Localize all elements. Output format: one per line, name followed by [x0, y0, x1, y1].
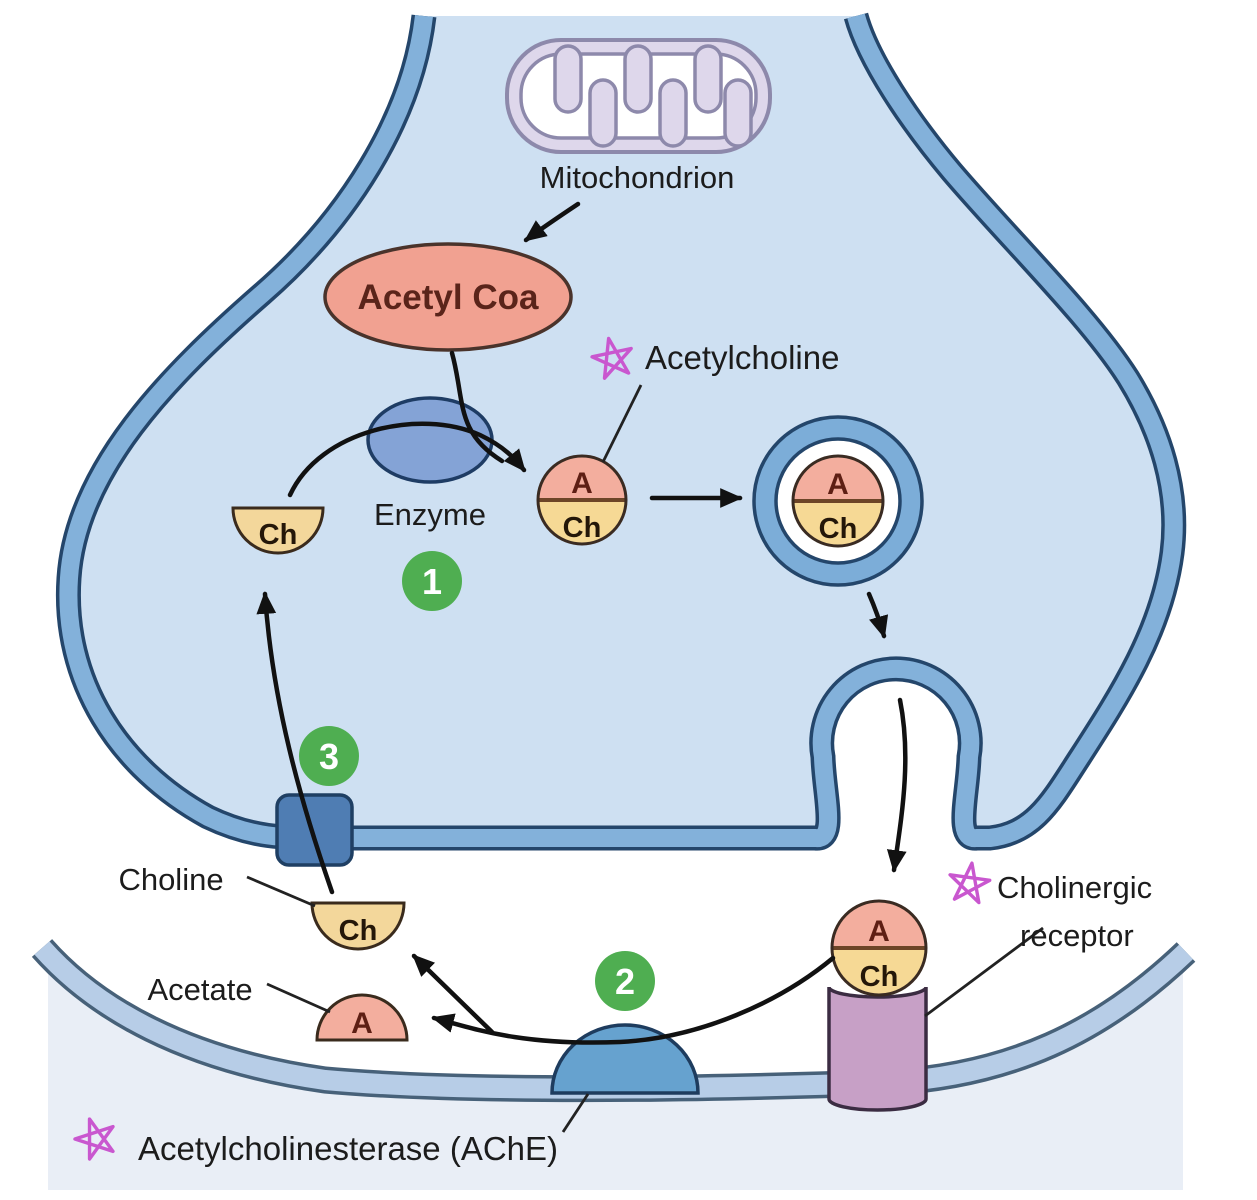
flow-arrows — [256, 201, 908, 1045]
postsynaptic-interior — [48, 955, 1183, 1190]
star-icon — [73, 1117, 115, 1161]
step-badges: 1 2 3 — [299, 551, 655, 1011]
acetylcholine-molecule: A Ch — [536, 454, 628, 546]
arrow-vesicle-to-membrane — [866, 591, 889, 639]
acetylcholine-label: Acetylcholine — [645, 339, 839, 376]
step-number: 3 — [319, 736, 339, 777]
acetate-label: Acetate — [147, 972, 252, 1007]
acetyl-coa-label: Acetyl Coa — [358, 278, 539, 317]
step-badge-1: 1 — [402, 551, 462, 611]
step-badge-2: 2 — [595, 951, 655, 1011]
choline-symbol: Ch — [819, 513, 858, 545]
mitochondrion-label: Mitochondrion — [540, 160, 735, 195]
highlight-stars — [73, 336, 992, 1161]
star-icon — [948, 861, 992, 905]
arrow-choline-reuptake — [256, 591, 335, 895]
choline-symbol: Ch — [339, 915, 378, 947]
acetate-dome: A — [315, 993, 409, 1042]
pointer-choline — [246, 875, 316, 908]
cholinergic-receptor-label-line2: receptor — [1020, 918, 1134, 953]
terminal-membrane-band — [59, 13, 1183, 847]
arrow-branch-to-choline — [411, 953, 495, 1035]
synaptic-vesicle: A Ch — [752, 415, 924, 587]
arrow-exocytosis-to-receptor — [886, 697, 908, 873]
choline-symbol: Ch — [259, 519, 298, 551]
pointer-ache — [561, 1093, 590, 1133]
step-number: 1 — [422, 561, 442, 602]
acetylcholine-on-receptor: A Ch — [830, 899, 928, 997]
star-icon — [590, 336, 633, 380]
cholinergic-receptor-label-line1: Cholinergic — [997, 870, 1152, 905]
arrow-acetylcoa-to-enzyme — [449, 350, 505, 464]
enzyme-blob — [366, 396, 494, 484]
acetyl-symbol: A — [571, 467, 593, 500]
mitochondrion — [505, 38, 772, 154]
pointer-acetate — [266, 982, 331, 1014]
pointer-acetylcholine — [601, 384, 643, 463]
enzyme-label: Enzyme — [374, 497, 486, 532]
mitochondrion-cristae — [553, 44, 753, 148]
choline-symbol: Ch — [563, 512, 602, 544]
choline-label: Choline — [118, 862, 223, 897]
ache-label: Acetylcholinesterase (AChE) — [138, 1130, 558, 1167]
acetyl-symbol: A — [827, 468, 849, 501]
acetyl-symbol: A — [351, 1007, 373, 1040]
choline-bowl-cleft: Ch — [310, 901, 406, 951]
arrow-receptor-to-acetate — [431, 955, 836, 1045]
acetyl-symbol: A — [868, 915, 890, 948]
arrow-choline-to-acetylcholine — [287, 421, 527, 498]
step-badge-3: 3 — [299, 726, 359, 786]
arrow-mitochondrion-to-acetylcoa — [523, 201, 581, 243]
choline-transporter — [275, 793, 354, 867]
pointer-cholinergic-receptor — [924, 926, 1044, 1018]
step-number: 2 — [615, 961, 635, 1002]
choline-bowl-inside: Ch — [231, 506, 325, 555]
acetyl-coa: Acetyl Coa — [323, 242, 573, 352]
cholinergic-receptor-channel — [827, 986, 928, 1112]
text-labels: Mitochondrion Acetylcholine Enzyme Choli… — [118, 160, 1152, 1167]
pointer-lines — [246, 384, 1044, 1133]
choline-symbol: Ch — [860, 961, 899, 993]
